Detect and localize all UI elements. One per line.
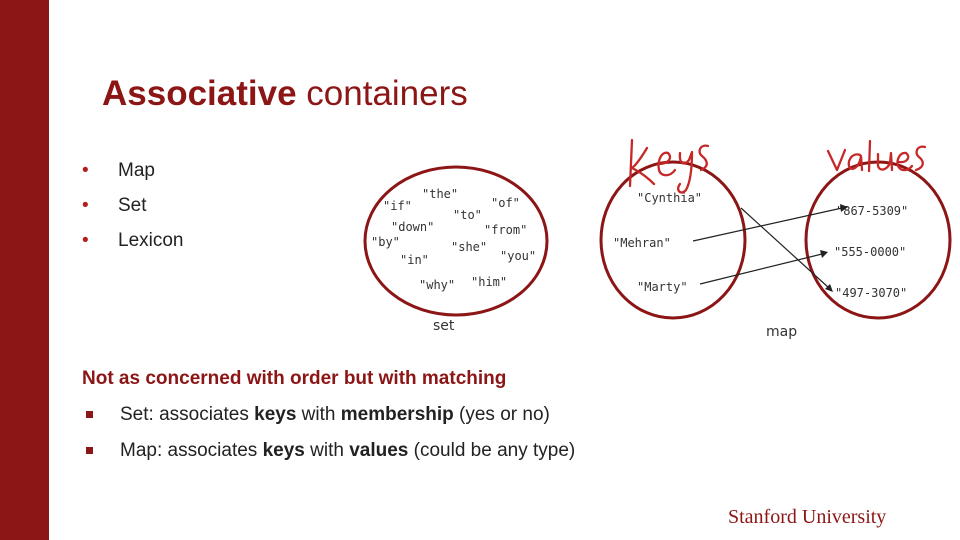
bullet-item: • Lexicon bbox=[80, 228, 184, 263]
set-word: "she" bbox=[451, 240, 487, 254]
detail-text: with bbox=[296, 404, 341, 425]
map-caption: map bbox=[766, 324, 797, 340]
arrowhead-icon bbox=[840, 204, 848, 212]
map-key: "Marty" bbox=[637, 280, 688, 294]
map-arrow bbox=[699, 253, 823, 285]
set-word: "to" bbox=[453, 208, 482, 222]
keys-handwritten-label bbox=[628, 138, 710, 194]
title-bold: Associative bbox=[102, 74, 297, 113]
bullet-label: Set bbox=[118, 195, 147, 216]
bullet-item: • Map bbox=[80, 158, 184, 193]
arrowhead-icon bbox=[825, 284, 833, 292]
map-key: "Cynthia" bbox=[637, 191, 702, 205]
map-value: "497-3070" bbox=[835, 286, 907, 300]
bullet-label: Lexicon bbox=[118, 230, 184, 251]
map-value: "867-5309" bbox=[836, 204, 908, 218]
slide-title: Associative containers bbox=[102, 74, 468, 114]
title-rest: containers bbox=[296, 74, 468, 113]
bullet-label: Map bbox=[118, 160, 155, 181]
bullet-list: • Map • Set • Lexicon bbox=[80, 158, 184, 263]
set-caption: set bbox=[433, 318, 455, 334]
sidebar-accent-bar bbox=[0, 0, 49, 540]
set-word: "from" bbox=[484, 223, 527, 237]
section-subheading: Not as concerned with order but with mat… bbox=[82, 368, 507, 389]
set-word: "of" bbox=[491, 196, 520, 210]
map-arrow bbox=[692, 207, 843, 242]
set-word: "by" bbox=[371, 235, 400, 249]
detail-item: Map: associates keys with values (could … bbox=[82, 438, 575, 474]
set-word: "him" bbox=[471, 275, 507, 289]
detail-bold: values bbox=[349, 440, 409, 461]
bullet-dot-icon: • bbox=[82, 195, 89, 216]
map-key: "Mehran" bbox=[613, 236, 671, 250]
detail-bold: membership bbox=[340, 404, 454, 425]
set-word: "if" bbox=[383, 199, 412, 213]
detail-text: (yes or no) bbox=[453, 404, 550, 425]
set-word: "why" bbox=[419, 278, 455, 292]
map-keys-ellipse bbox=[599, 160, 747, 320]
arrowhead-icon bbox=[820, 250, 828, 258]
square-bullet-icon bbox=[86, 411, 93, 418]
detail-bold: keys bbox=[262, 440, 305, 461]
detail-text: Map: associates bbox=[120, 440, 263, 461]
values-handwritten-label bbox=[826, 139, 927, 173]
detail-item: Set: associates keys with membership (ye… bbox=[82, 402, 575, 438]
set-word: "the" bbox=[422, 187, 458, 201]
detail-text: (could be any type) bbox=[408, 440, 576, 461]
detail-bold: keys bbox=[254, 404, 297, 425]
stanford-logo: Stanford University bbox=[728, 506, 887, 528]
detail-list: Set: associates keys with membership (ye… bbox=[82, 402, 575, 474]
set-ellipse bbox=[363, 165, 549, 317]
detail-text: with bbox=[304, 440, 350, 461]
bullet-dot-icon: • bbox=[82, 230, 89, 251]
set-word: "in" bbox=[400, 253, 429, 267]
map-value: "555-0000" bbox=[834, 245, 906, 259]
set-word: "down" bbox=[391, 220, 434, 234]
map-arrow bbox=[740, 207, 830, 289]
bullet-dot-icon: • bbox=[82, 160, 89, 181]
square-bullet-icon bbox=[86, 447, 93, 454]
bullet-item: • Set bbox=[80, 193, 184, 228]
detail-text: Set: associates bbox=[120, 404, 255, 425]
set-word: "you" bbox=[500, 249, 536, 263]
